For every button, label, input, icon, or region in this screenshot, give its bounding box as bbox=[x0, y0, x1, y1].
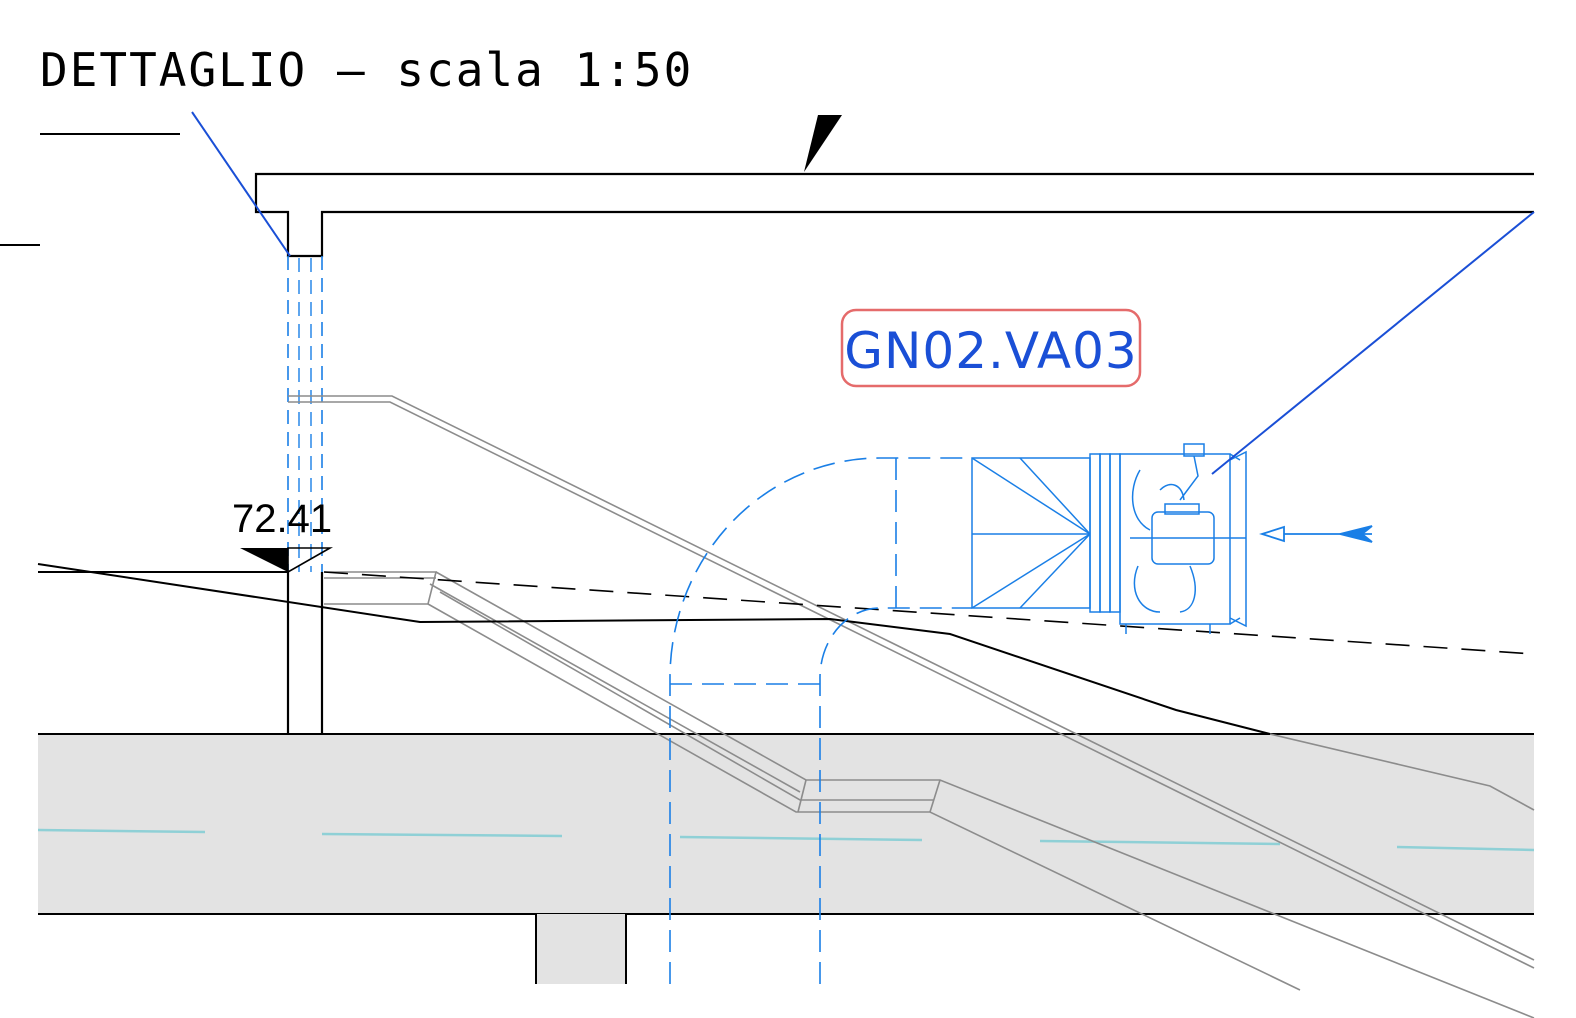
airflow-arrow-icon bbox=[1259, 525, 1373, 543]
equipment-tag-box bbox=[840, 308, 1142, 388]
tag-leader-line bbox=[1211, 211, 1535, 475]
elevation-label: 72.41 bbox=[232, 497, 332, 541]
wall-column bbox=[286, 256, 324, 734]
equipment-tag-label: GN02.VA03 bbox=[844, 322, 1138, 380]
duct-elbow bbox=[669, 457, 972, 984]
fan-unit-icon bbox=[971, 443, 1247, 634]
elevation-marker-icon bbox=[240, 547, 334, 574]
stair-lines bbox=[288, 395, 1535, 1018]
section-cut-triangle-icon bbox=[804, 115, 842, 172]
terrain-profile bbox=[37, 563, 1271, 735]
lower-slab bbox=[38, 733, 1534, 984]
dashed-reference-line bbox=[323, 571, 1535, 655]
title-leader-line bbox=[191, 111, 291, 257]
roof-slab bbox=[254, 172, 1534, 258]
slab-water-lines bbox=[37, 828, 1535, 852]
drawing-title: DETTAGLIO – scala 1:50 bbox=[40, 43, 693, 97]
